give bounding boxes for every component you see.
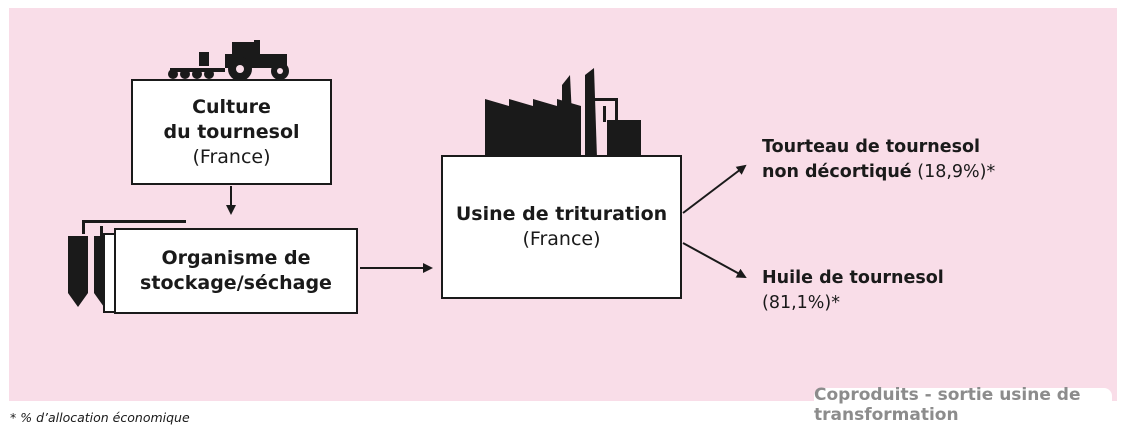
usine-box: Usine de trituration (France) xyxy=(441,155,682,299)
culture-origin: (France) xyxy=(192,145,271,168)
stockage-box: Organisme de stockage/séchage xyxy=(114,228,358,314)
tourteau-line1: Tourteau de tournesol xyxy=(762,137,981,157)
section-tag: Coproduits - sortie usine de transformat… xyxy=(814,385,1112,425)
tourteau-line2: non décortiqué xyxy=(762,162,912,182)
usine-title: Usine de trituration xyxy=(455,203,668,225)
tractor-icon xyxy=(168,40,289,81)
output-tourteau: Tourteau de tournesol non décortiqué (18… xyxy=(762,135,995,185)
factory-icon xyxy=(485,68,641,158)
stockage-title-line2: stockage/séchage xyxy=(140,272,332,294)
stockage-title-line1: Organisme de xyxy=(161,247,311,269)
usine-origin: (France) xyxy=(522,228,601,250)
culture-title-line2: du tournesol xyxy=(163,120,300,143)
huile-line1: Huile de tournesol xyxy=(762,268,944,288)
footnote: * % d’allocation économique xyxy=(10,410,190,425)
arrow-to-huile xyxy=(682,242,747,278)
culture-title-line1: Culture xyxy=(192,95,271,118)
tourteau-share: (18,9%)* xyxy=(917,162,996,182)
culture-box: Culture du tournesol (France) xyxy=(131,79,332,185)
output-huile: Huile de tournesol (81,1%)* xyxy=(762,266,944,316)
arrow-to-tourteau xyxy=(682,164,747,214)
huile-share: (81,1%)* xyxy=(762,293,840,313)
